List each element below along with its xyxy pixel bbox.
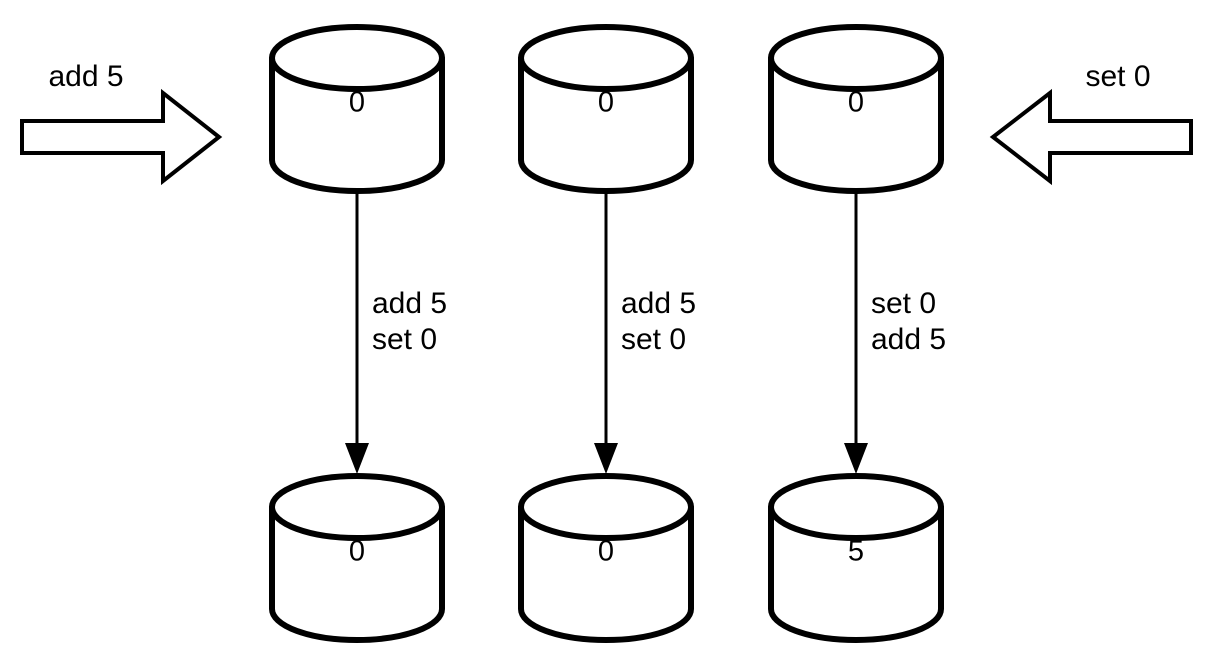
cylinder-top-ellipse — [518, 473, 694, 541]
replica-1-connector — [345, 191, 369, 474]
replica-3-top-cylinder[interactable]: 0 — [768, 24, 944, 194]
replica-3-initial-value: 0 — [848, 87, 864, 119]
replica-3-connector — [844, 191, 868, 474]
replica-1-op-1: add 5 — [372, 287, 447, 320]
cylinder-top-ellipse — [768, 473, 944, 541]
left-pointing-arrow-icon[interactable] — [989, 88, 1193, 186]
replica-2-top-cylinder[interactable]: 0 — [518, 24, 694, 194]
replica-1-final-value: 0 — [349, 536, 365, 568]
connector-arrowhead-icon — [844, 443, 868, 474]
replica-3-op-1: set 0 — [871, 287, 936, 320]
replica-1-op-2: set 0 — [372, 323, 437, 356]
left-input-arrow-group[interactable]: add 5 — [20, 60, 223, 186]
cylinder-body — [518, 504, 694, 643]
cylinder-body — [768, 504, 944, 643]
cylinder-top-ellipse — [518, 24, 694, 92]
cylinder-body — [269, 55, 445, 194]
replica-2-bottom-cylinder[interactable]: 0 — [518, 473, 694, 643]
replica-3-operations: set 0 add 5 — [871, 287, 946, 356]
connector-arrowhead-icon — [594, 443, 618, 474]
replica-3-bottom-cylinder[interactable]: 5 — [768, 473, 944, 643]
replica-1-top-cylinder[interactable]: 0 — [269, 24, 445, 194]
replica-3-final-value: 5 — [848, 536, 864, 568]
replica-2-op-1: add 5 — [621, 287, 696, 320]
replica-2-operations: add 5 set 0 — [621, 287, 696, 356]
replica-2-initial-value: 0 — [598, 87, 614, 119]
replica-1-initial-value: 0 — [349, 87, 365, 119]
right-input-label: set 0 — [1085, 60, 1150, 93]
cylinder-top-ellipse — [269, 24, 445, 92]
replica-1-bottom-cylinder[interactable]: 0 — [269, 473, 445, 643]
replica-1-operations: add 5 set 0 — [372, 287, 447, 356]
cylinder-body — [269, 504, 445, 643]
replica-2-final-value: 0 — [598, 536, 614, 568]
replica-3-op-2: add 5 — [871, 323, 946, 356]
right-pointing-arrow-icon[interactable] — [20, 88, 223, 186]
left-input-label: add 5 — [48, 60, 123, 93]
connector-arrowhead-icon — [345, 443, 369, 474]
right-input-arrow-group[interactable]: set 0 — [989, 60, 1193, 186]
cylinder-top-ellipse — [269, 473, 445, 541]
replica-2-connector — [594, 191, 618, 474]
cylinder-body — [768, 55, 944, 194]
replica-2-op-2: set 0 — [621, 323, 686, 356]
cylinder-body — [518, 55, 694, 194]
cylinder-top-ellipse — [768, 24, 944, 92]
